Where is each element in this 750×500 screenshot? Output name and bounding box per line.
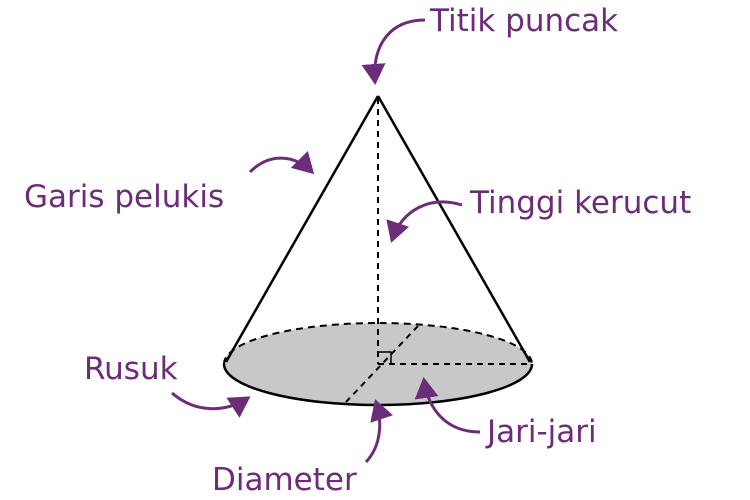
- slant-arrow: [248, 150, 315, 175]
- apex-label: Titik puncak: [429, 3, 618, 39]
- diameter-arrow: [364, 399, 394, 464]
- slant-left: [224, 95, 380, 363]
- radius-arrow: [414, 377, 481, 434]
- right-angle-marker: [378, 351, 392, 364]
- edge-label: Rusuk: [84, 351, 178, 387]
- apex-arrow: [361, 18, 426, 85]
- slant-right: [376, 95, 532, 363]
- radius-label: Jari-jari: [485, 414, 597, 450]
- height-label: Tinggi kerucut: [469, 185, 691, 221]
- base-back-edge: [223, 322, 533, 365]
- slant-label: Garis pelukis: [24, 179, 224, 215]
- height-arrow: [386, 200, 463, 243]
- diameter-label: Diameter: [212, 462, 357, 498]
- edge-arrow: [171, 391, 251, 418]
